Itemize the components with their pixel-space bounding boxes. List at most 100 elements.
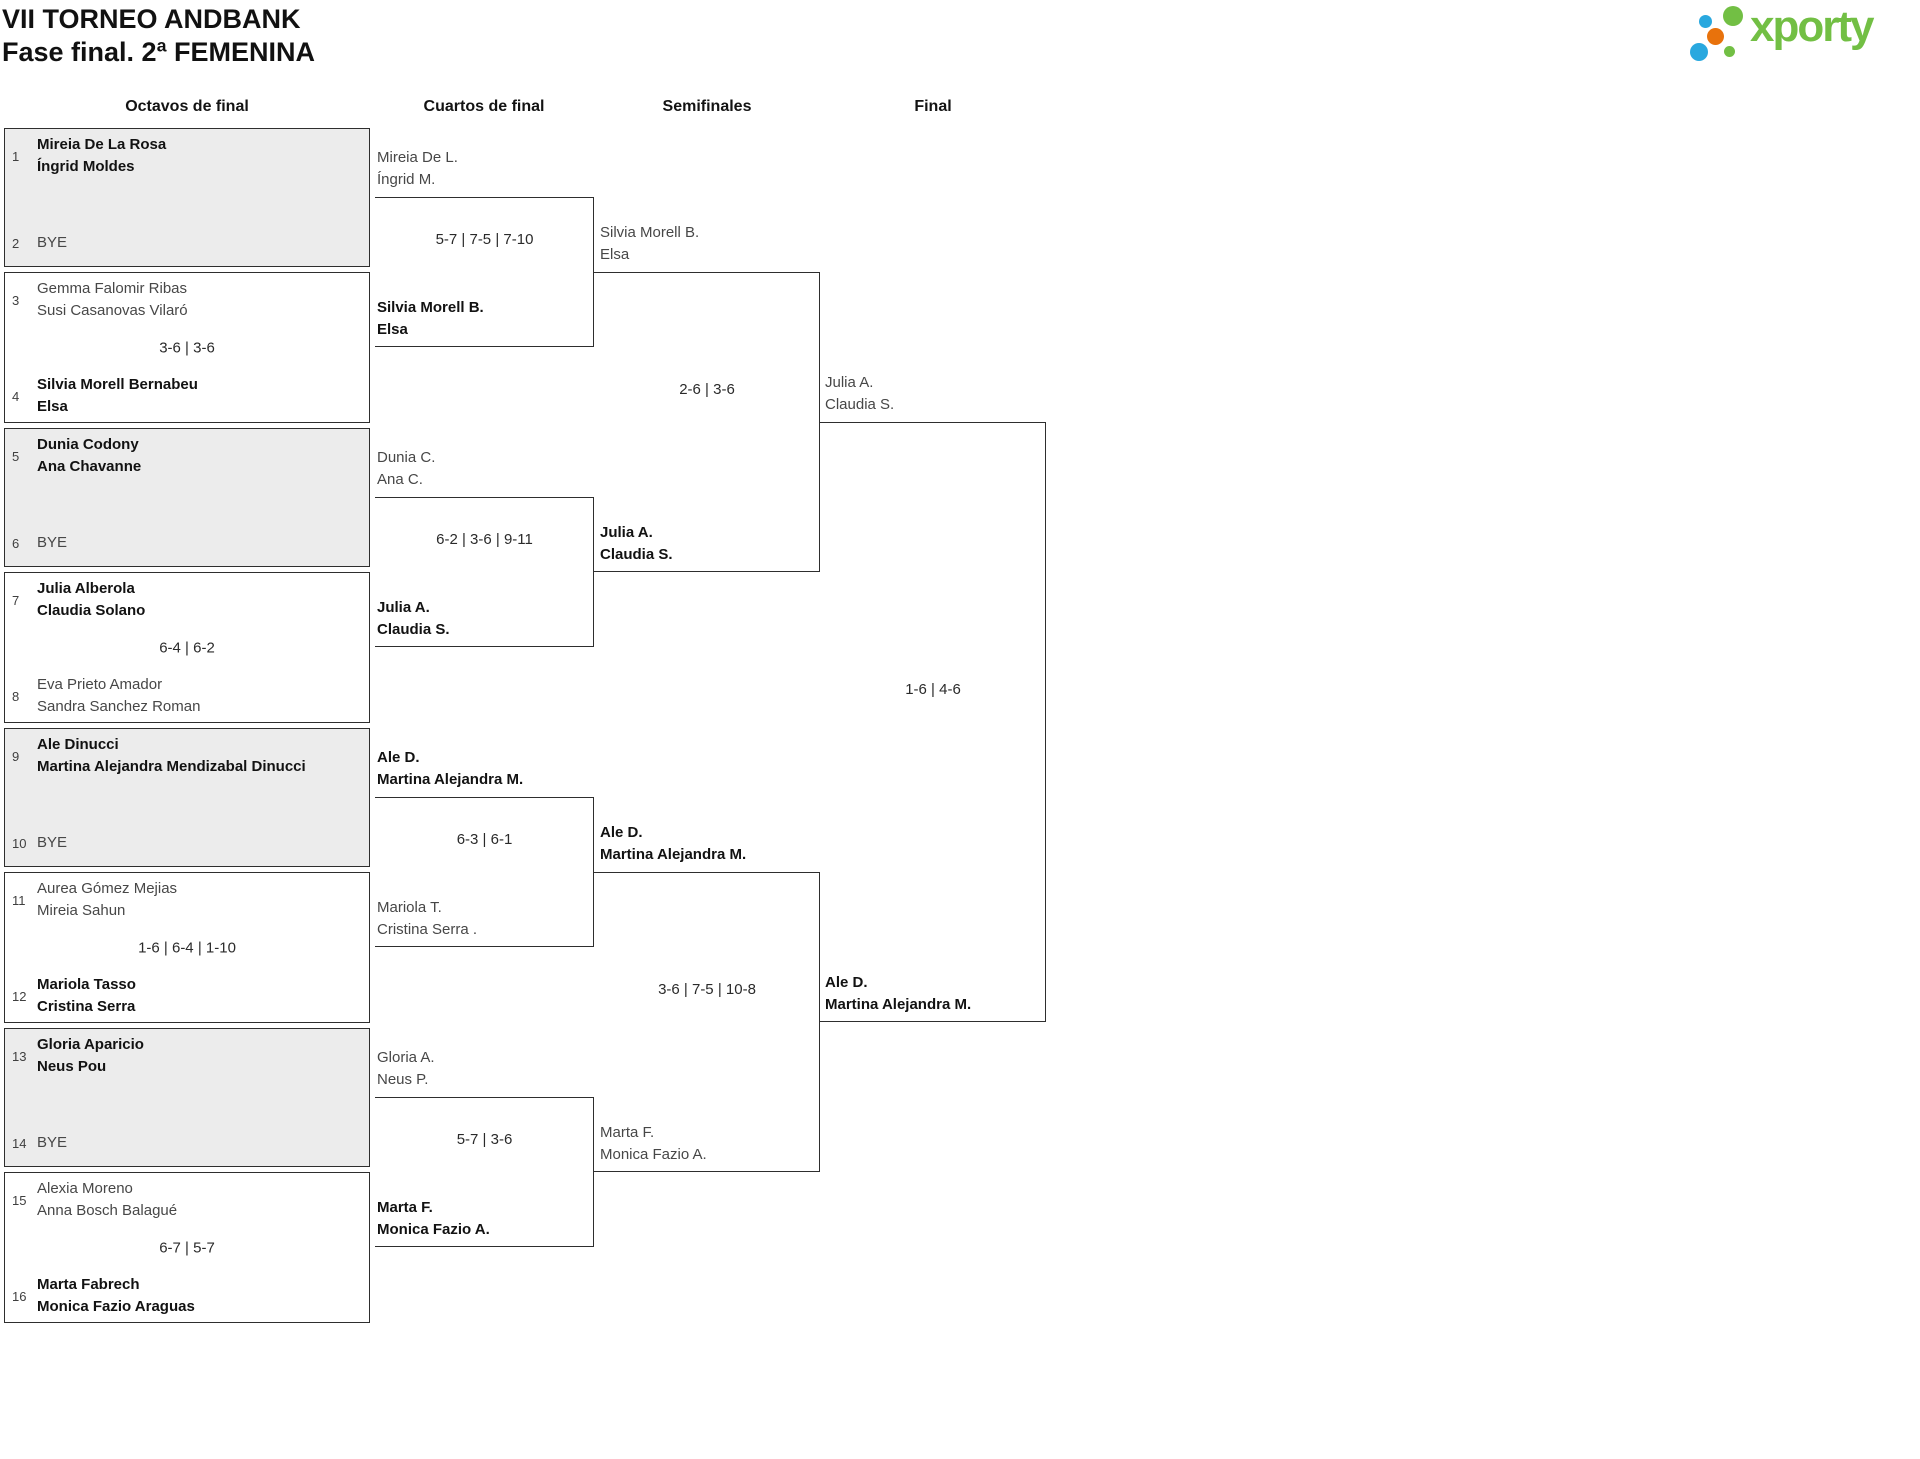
seed-number: 3 [12, 292, 20, 308]
qf2-team-bottom: Julia A.Claudia S. [377, 599, 450, 638]
sf1-team-bottom: Julia A.Claudia S. [600, 524, 673, 563]
sf2-team-top: Ale D.Martina Alejandra M. [600, 824, 747, 863]
qf3-score: 6-3 | 6-1 [456, 831, 513, 848]
seed-number: 6 [12, 535, 20, 551]
final-match-box [820, 422, 1046, 1022]
team-entry: 14 BYE [12, 1132, 363, 1154]
bye-label: BYE [37, 1134, 68, 1151]
round-header-final: Final [914, 98, 952, 115]
match-score: 6-7 | 5-7 [159, 1239, 215, 1256]
logo-wordmark: xporty [1750, 2, 1874, 51]
qf4-score: 5-7 | 3-6 [456, 1131, 513, 1148]
team-entry: 10 BYE [12, 832, 363, 854]
final-team-top: Julia A.Claudia S. [825, 374, 895, 413]
qf2-score: 6-2 | 3-6 | 9-11 [436, 531, 533, 548]
phase-category: Fase final. 2ª FEMENINA [2, 37, 316, 67]
qf4-team-top: Gloria A.Neus P. [377, 1049, 435, 1088]
page-title: VII TORNEO ANDBANK Fase final. 2ª FEMENI… [2, 3, 315, 69]
qf-match-4-box [375, 1097, 594, 1247]
qf4-team-bottom: Marta F.Monica Fazio A. [377, 1199, 490, 1238]
logo-dot-orange [1707, 28, 1724, 45]
seed-number: 5 [12, 448, 20, 464]
sf-match-2-box [594, 872, 820, 1172]
qf1-team-top: Mireia De L.Íngrid M. [377, 149, 458, 188]
qf-match-2-box [375, 497, 594, 647]
seed-number: 1 [12, 148, 20, 164]
seed-number: 16 [12, 1288, 27, 1304]
logo-dot-blue-small [1699, 15, 1712, 28]
sf-match-1-box [594, 272, 820, 572]
qf3-team-bottom: Mariola T.Cristina Serra . [377, 899, 478, 938]
qf1-team-bottom: Silvia Morell B.Elsa [377, 299, 484, 338]
sf2-team-bottom: Marta F.Monica Fazio A. [600, 1124, 707, 1163]
seed-number: 10 [12, 835, 27, 851]
seed-number: 7 [12, 592, 20, 608]
sf2-score: 3-6 | 7-5 | 10-8 [658, 981, 756, 998]
seed-number: 2 [12, 235, 20, 251]
seed-number: 12 [12, 988, 27, 1004]
sf1-score: 2-6 | 3-6 [679, 381, 735, 398]
qf-match-1-box [375, 197, 594, 347]
sf1-team-top: Silvia Morell B.Elsa [600, 224, 700, 263]
qf1-score: 5-7 | 7-5 | 7-10 [435, 231, 534, 248]
final-team-bottom: Ale D.Martina Alejandra M. [825, 974, 972, 1013]
seed-number: 11 [12, 892, 26, 908]
seed-number: 14 [12, 1135, 27, 1151]
qf2-team-top: Dunia C.Ana C. [377, 449, 436, 488]
logo-dot-green-large [1723, 6, 1743, 26]
seed-number: 9 [12, 748, 20, 764]
logo-dot-blue-large [1690, 43, 1708, 61]
match-score: 3-6 | 3-6 [159, 339, 215, 356]
match-score: 1-6 | 6-4 | 1-10 [138, 939, 236, 956]
tournament-name: VII TORNEO ANDBANK [2, 4, 301, 34]
team-entry: 6 BYE [12, 532, 363, 554]
round-header-cuartos: Cuartos de final [423, 98, 545, 115]
final-score: 1-6 | 4-6 [905, 681, 961, 698]
xporty-logo: xporty [1678, 2, 1920, 80]
seed-number: 4 [12, 388, 20, 404]
bye-label: BYE [37, 534, 68, 551]
logo-dot-green-small [1724, 46, 1735, 57]
team-entry: 2 BYE [12, 232, 363, 254]
seed-number: 8 [12, 688, 20, 704]
bye-label: BYE [37, 834, 68, 851]
round-header-octavos: Octavos de final [125, 98, 249, 115]
seed-number: 15 [12, 1192, 27, 1208]
seed-number: 13 [12, 1048, 27, 1064]
bye-label: BYE [37, 234, 68, 251]
qf3-team-top: Ale D.Martina Alejandra M. [377, 749, 524, 788]
round-header-semifinales: Semifinales [662, 98, 752, 115]
qf-match-3-box [375, 797, 594, 947]
